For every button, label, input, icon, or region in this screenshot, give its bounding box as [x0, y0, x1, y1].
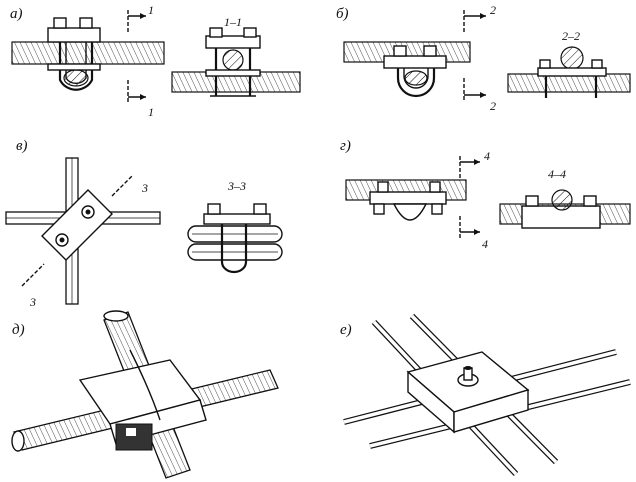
section-label-v: 3–3 [227, 179, 246, 193]
panel-label-a: а) [10, 6, 23, 22]
cut-mark-2-bottom: 2 [490, 99, 496, 113]
section-label-b: 2–2 [562, 29, 580, 43]
panel-a: а) 1 1 1–1 [10, 3, 301, 119]
u-bolt-clamp-a [47, 17, 101, 91]
panel-e: е) [340, 313, 631, 477]
cut-line-4: 4 4 [459, 149, 490, 251]
section-view-a [171, 27, 301, 97]
panel-v: в) 3 3 3–3 [5, 138, 283, 309]
cut-mark-1-top: 1 [148, 3, 154, 17]
section-view-g [499, 189, 631, 229]
cut-mark-3-top: 3 [141, 181, 148, 195]
panel-label-d: д) [12, 322, 25, 338]
panel-b: б) 2 2 2–2 [336, 3, 631, 113]
cut-mark-4-top: 4 [484, 149, 490, 163]
panel-label-e: е) [340, 322, 352, 338]
perspective-clamp-e [343, 313, 631, 477]
cut-line-2: 2 2 [463, 3, 496, 113]
cut-line-3: 3 3 [21, 175, 148, 309]
section-label-a: 1–1 [224, 15, 242, 29]
cut-mark-2-top: 2 [490, 3, 496, 17]
panel-g: г) 4 4 4–4 [340, 138, 631, 251]
panel-label-v: в) [16, 138, 28, 154]
u-bolt-clamp-b [383, 45, 447, 98]
section-view-b [507, 46, 631, 98]
conductor-strip-a [11, 41, 165, 65]
cut-mark-3-bottom: 3 [29, 295, 36, 309]
section-view-v [187, 203, 283, 274]
square-plate-clamp-v [41, 189, 113, 261]
cut-line-1: 1 1 [127, 3, 154, 119]
cut-mark-4-bottom: 4 [482, 237, 488, 251]
plate-clamp-g [369, 181, 447, 221]
panel-label-g: г) [340, 138, 351, 154]
panel-d: д) [11, 310, 279, 479]
perspective-clamp-d [11, 310, 279, 479]
cut-mark-1-bottom: 1 [148, 105, 154, 119]
section-label-g: 4–4 [548, 167, 566, 181]
panel-label-b: б) [336, 6, 349, 22]
